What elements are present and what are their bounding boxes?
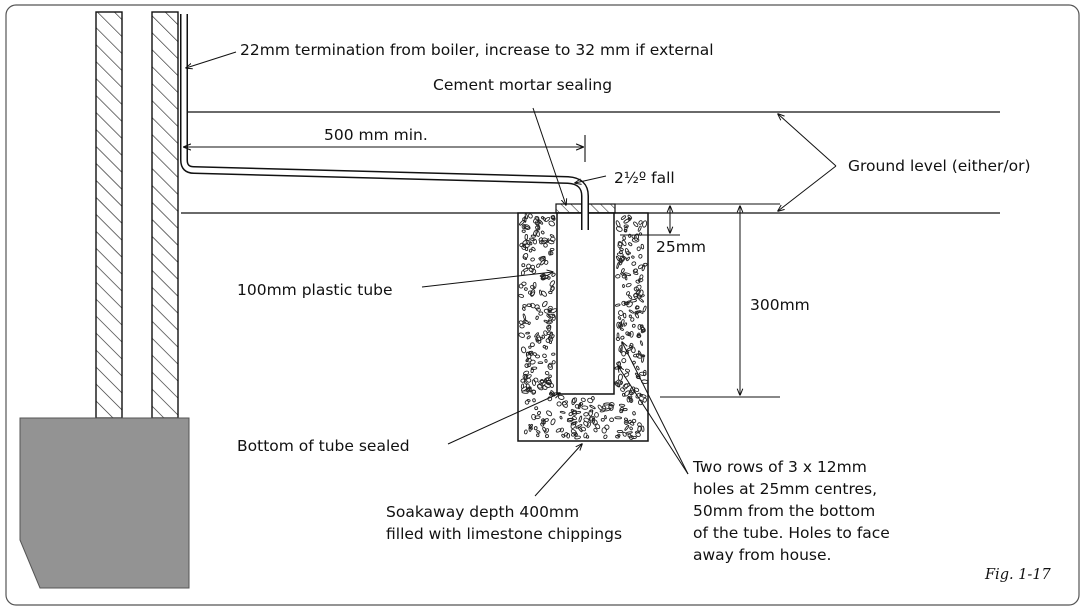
figure-frame [5,4,1080,606]
bottom-sealed-leader [447,393,560,445]
ground-leader-upper [778,114,837,167]
holes-leader-2 [618,366,689,475]
holes-label-line-5: away from house. [693,546,831,564]
holes-label-line-2: holes at 25mm centres, [693,480,877,498]
foundation-footing [19,417,190,589]
tube-label: 100mm plastic tube [237,281,393,299]
fall-leader [575,175,607,183]
depth-dimensions [615,203,780,398]
cement-leader [532,107,566,205]
termination-label: 22mm termination from boiler, increase t… [240,41,714,59]
house-wall [95,11,179,419]
ground-level-label: Ground level (either/or) [848,157,1031,175]
tube-leader [421,272,553,288]
soakaway-leader [534,444,582,497]
holes-label-line-4: of the tube. Holes to face [693,524,890,542]
termination-leader [186,51,237,68]
bottom-sealed-label: Bottom of tube sealed [237,437,410,455]
depth-25-label: 25mm [656,238,706,256]
holes-label-line-1: Two rows of 3 x 12mm [692,458,867,476]
min-length-dimension [184,135,586,162]
holes-label-line-3: 50mm from the bottom [693,502,875,520]
cement-label: Cement mortar sealing [433,76,612,94]
ground-leader-lower [778,165,837,211]
min-length-label: 500 mm min. [324,126,428,144]
soakaway-pit [517,212,649,442]
figure-caption: Fig. 1-17 [984,567,1052,583]
depth-300-label: 300mm [750,296,810,314]
plastic-tube [556,212,615,395]
holes-leader-1 [622,342,689,475]
fall-label: 2½º fall [614,169,675,187]
soakaway-label-line-1: Soakaway depth 400mm [386,503,579,521]
soakaway-label-line-2: filled with limestone chippings [386,525,622,543]
